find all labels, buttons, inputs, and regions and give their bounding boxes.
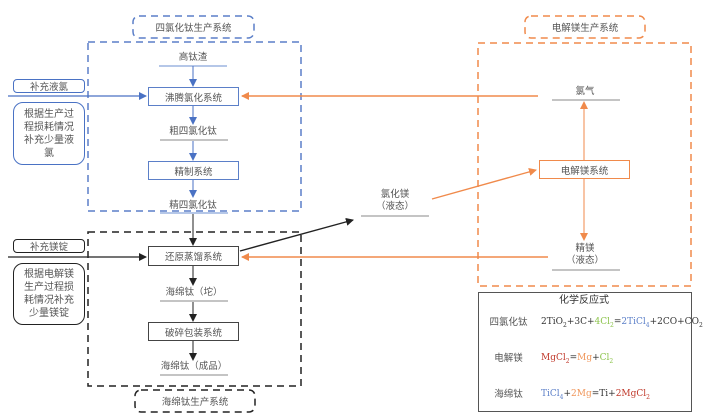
ticl4-title-border: [132, 15, 255, 39]
raw-material-label: 高钛渣: [178, 52, 208, 63]
equation-term: +: [563, 389, 572, 399]
supplement-mg-note: 根据电解镁 生产过程损 耗情况补充 少量镁锭: [13, 263, 85, 325]
equation-term: 2: [563, 321, 567, 329]
legend-tag-ticl4: 四氯化钛: [489, 317, 528, 328]
reaction-legend: [478, 292, 692, 412]
equation-ticl4: 2TiO2+3C+4Cl2=2TiCl4+2CO+CO2: [541, 317, 703, 329]
crude-ticl4-label: 粗四氯化钛: [169, 126, 217, 137]
supplement-mg-note-line1: 根据电解镁: [24, 269, 74, 280]
equation-term: 2: [698, 321, 703, 329]
electrolysis-system-box[interactable]: 电解镁系统: [539, 160, 630, 179]
supplement-cl-tag[interactable]: 补充液氯: [13, 79, 85, 93]
supplement-cl-note: 根据生产过 程损耗情况 补充少量液 氯: [13, 102, 85, 165]
equation-term: =: [569, 353, 578, 363]
equation-term: Mg: [577, 353, 593, 363]
supplement-cl-note-line2: 程损耗情况: [24, 121, 74, 133]
equation-term: 2: [565, 357, 570, 365]
supplement-cl-note-line3: 补充少量液: [24, 134, 74, 146]
crush-package-box[interactable]: 破碎包装系统: [148, 322, 239, 341]
equation-term: 2: [646, 393, 650, 401]
supplement-cl-note-line4: 氯: [44, 147, 54, 159]
chlorine-gas-label: 氯气: [575, 86, 595, 97]
supplement-mg-note-line2: 生产过程损: [24, 282, 74, 293]
equation-sponge: TiCl4+2Mg=Ti+2MgCl2: [541, 389, 650, 401]
refined-mg-line2: （液态）: [565, 255, 604, 266]
legend-tag-sponge: 海绵钛: [494, 389, 523, 400]
sponge-title-border: [134, 389, 256, 413]
ticl4-system-title: 四氯化钛生产系统: [155, 23, 232, 34]
mgcl2-label: 氯化镁 （液态）: [362, 189, 428, 213]
sponge-final-label: 海绵钛（成品）: [160, 361, 228, 372]
reduction-distillation-box[interactable]: 还原蒸馏系统: [148, 246, 239, 266]
supplement-cl-note-line1: 根据生产过: [24, 108, 74, 120]
refine-system-box[interactable]: 精制系统: [148, 161, 239, 180]
equation-term: =: [613, 317, 622, 327]
equation-term: 2TiCl: [621, 317, 646, 327]
equation-term: +: [592, 353, 600, 363]
sponge-system-boundary: [87, 231, 302, 387]
equation-term: MgCl: [541, 353, 566, 363]
chlorination-system-box[interactable]: 沸腾氯化系统: [148, 87, 239, 106]
arrow-mgcl2-to-electrolysis: [431, 168, 537, 200]
refined-mg-line1: 精镁: [575, 243, 595, 254]
equation-term: +2CO+CO: [649, 317, 699, 327]
equation-term: +3C+: [566, 317, 595, 327]
equation-term: 4: [645, 321, 650, 329]
mg-title-border: [524, 15, 646, 39]
equation-term: 2TiO: [541, 317, 563, 327]
equation-term: 4: [559, 393, 564, 401]
equation-term: =Ti+: [591, 389, 616, 399]
refined-mg-label: 精镁 （液态）: [552, 243, 618, 267]
supplement-mg-note-line4: 少量镁锭: [29, 308, 69, 319]
sponge-system-title: 海绵钛生产系统: [161, 397, 229, 408]
equation-term: TiCl: [541, 389, 560, 399]
equation-term: 2Mg: [571, 389, 592, 399]
legend-tag-mg: 电解镁: [494, 353, 523, 364]
equation-mg: MgCl2=Mg+Cl2: [541, 353, 613, 365]
sponge-lump-label: 海绵钛（坨）: [165, 287, 223, 298]
equation-term: 2MgCl: [615, 389, 647, 399]
mg-system-title: 电解镁生产系统: [551, 23, 619, 34]
equation-term: 2: [609, 357, 614, 365]
equation-term: Cl: [599, 353, 610, 363]
legend-title: 化学反应式: [559, 295, 609, 306]
refined-ticl4-label: 精四氯化钛: [169, 200, 217, 211]
supplement-mg-tag[interactable]: 补充镁锭: [13, 239, 85, 253]
mgcl2-line2: （液态）: [375, 201, 414, 212]
supplement-mg-note-line3: 耗情况补充: [24, 295, 74, 306]
arrow-reduction-to-mgcl2: [239, 217, 354, 252]
equation-term: 2: [610, 321, 614, 329]
mgcl2-line1: 氯化镁: [380, 189, 410, 200]
equation-term: 4Cl: [594, 317, 611, 327]
